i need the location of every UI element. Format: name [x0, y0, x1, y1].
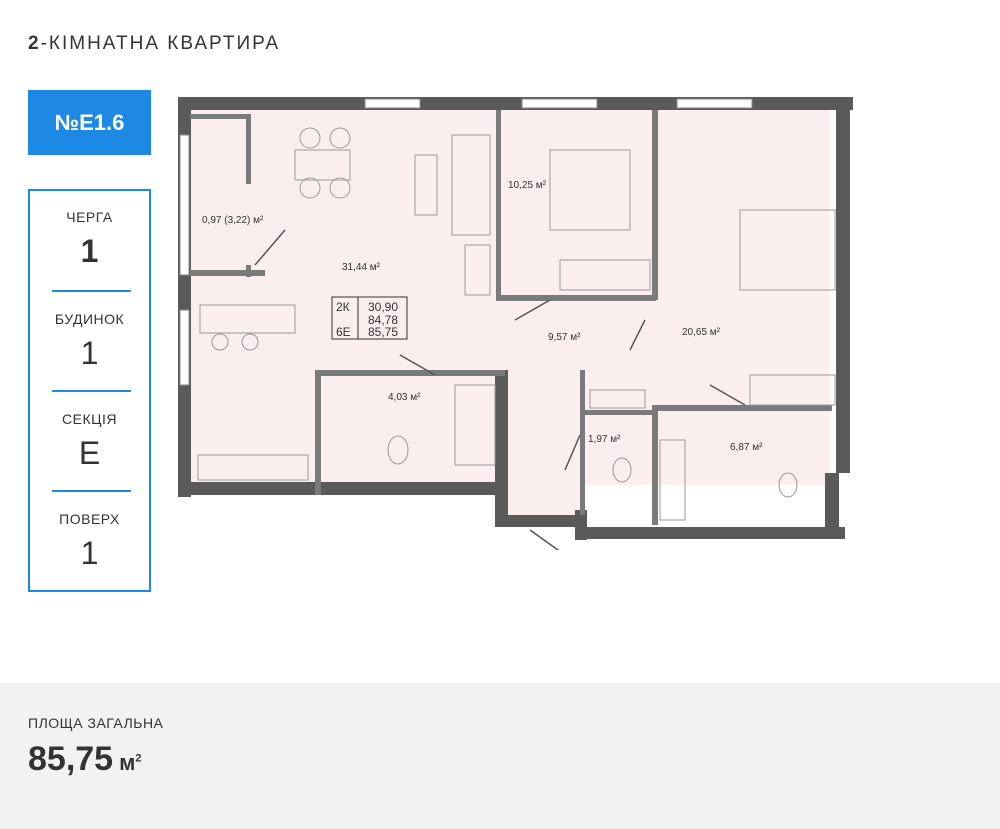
apartment-number-badge: №E1.6: [28, 90, 151, 155]
total-area-label: ПЛОЩА ЗАГАЛЬНА: [28, 715, 164, 731]
doors: [254, 229, 746, 550]
legend-rooms-label: 2К: [336, 300, 350, 314]
info-queue: ЧЕРГА 1: [30, 209, 149, 270]
info-floor: ПОВЕРХ 1: [30, 511, 149, 572]
area-unit-sup: 2: [135, 752, 142, 765]
furniture: [197, 127, 836, 521]
floor-area: [190, 110, 830, 525]
interior-walls: [190, 110, 832, 525]
queue-value: 1: [80, 233, 99, 269]
area-unit: м: [119, 750, 136, 775]
room-label-living: 31,44 м²: [342, 262, 381, 273]
legend-building-label: 6Е: [336, 325, 351, 339]
legend-total-area: 85,75: [368, 325, 398, 339]
total-area-number: 85,75: [28, 740, 114, 778]
page-title: 2-КІМНАТНА КВАРТИРА: [28, 33, 280, 55]
legend-area-no-balcony: 84,78: [368, 313, 398, 327]
title-room-count: 2: [28, 33, 41, 54]
room-label-bedroom-large: 20,65 м²: [682, 327, 721, 338]
room-label-bedroom-small: 10,25 м²: [508, 180, 547, 191]
room-label-bath-large: 6,87 м²: [730, 442, 763, 453]
room-label-wc: 1,97 м²: [588, 434, 621, 445]
building-label: БУДИНОК: [54, 311, 125, 327]
info-panel: ЧЕРГА 1 БУДИНОК 1 СЕКЦІЯ E ПОВЕРХ 1: [28, 189, 151, 592]
info-divider: [52, 290, 131, 292]
floor-plan: 0,97 (3,22) м² 31,44 м² 10,25 м² 9,57 м²…: [178, 97, 853, 550]
info-section: СЕКЦІЯ E: [30, 411, 149, 472]
room-labels: 0,97 (3,22) м² 31,44 м² 10,25 м² 9,57 м²…: [202, 180, 763, 453]
area-legend: 2К 30,90 84,78 6Е 85,75: [331, 296, 408, 340]
title-text: -КІМНАТНА КВАРТИРА: [40, 33, 281, 54]
queue-label: ЧЕРГА: [66, 209, 113, 225]
floor-label: ПОВЕРХ: [59, 511, 120, 527]
info-divider: [52, 390, 131, 392]
room-label-balcony: 0,97 (3,22) м²: [202, 215, 264, 226]
room-label-hall: 9,57 м²: [548, 332, 581, 343]
windows: [179, 98, 753, 386]
room-label-bath-small: 4,03 м²: [388, 392, 421, 403]
total-area-unit: м2: [119, 750, 141, 775]
section-label: СЕКЦІЯ: [62, 411, 117, 427]
legend-living-area: 30,90: [368, 300, 398, 314]
floor-value: 1: [80, 535, 99, 571]
building-value: 1: [80, 335, 99, 371]
info-building: БУДИНОК 1: [30, 311, 149, 372]
section-value: E: [78, 435, 101, 471]
info-divider: [52, 490, 131, 492]
